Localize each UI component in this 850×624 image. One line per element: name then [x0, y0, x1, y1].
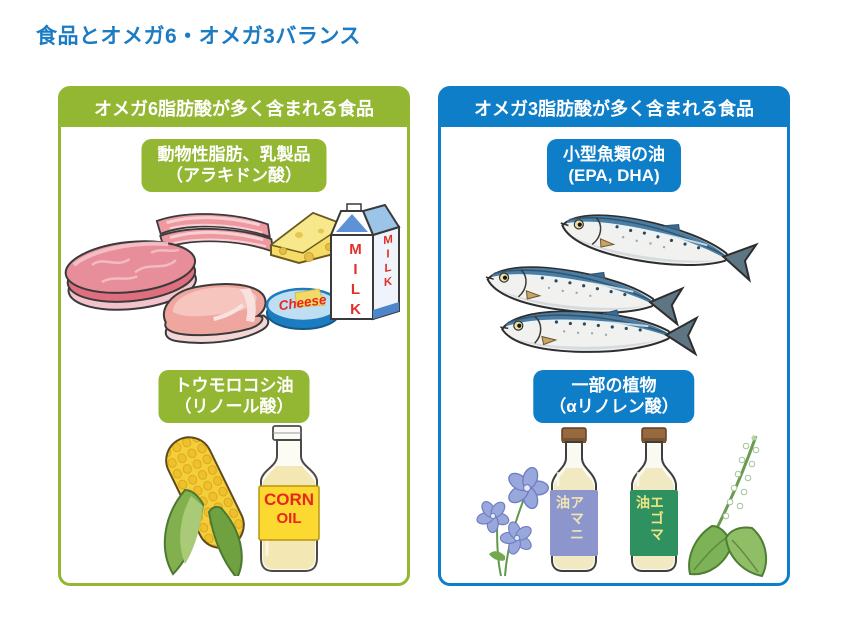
omega3-group1-label: 小型魚類の油 (EPA, DHA) [547, 139, 681, 192]
omega6-group2-label-line1: トウモロコシ油 [174, 376, 294, 395]
plant-oils-illustration [476, 426, 768, 578]
bacon-icon [155, 213, 275, 254]
corn-oil-bottle-icon [258, 425, 320, 572]
milk-carton-icon [329, 203, 401, 321]
omega6-group1-label: 動物性脂肪、乳製品 （アラキドン酸） [141, 139, 327, 192]
steak-icon [64, 240, 197, 311]
omega3-panel: オメガ3脂肪酸が多く含まれる食品 小型魚類の油 (EPA, DHA) [438, 86, 790, 586]
omega3-group1-label-line2: (EPA, DHA) [568, 166, 660, 186]
omega6-group1-label-line1: 動物性脂肪、乳製品 [157, 145, 311, 164]
omega6-foods-illustration [64, 203, 401, 344]
omega6-group2-label-line2: （リノール酸） [174, 397, 294, 417]
omega3-group1-label-line1: 小型魚類の油 [563, 145, 665, 164]
corn-cob-icon [163, 436, 245, 576]
omega6-group2-label: トウモロコシ油 （リノール酸） [158, 370, 310, 423]
perilla-plant-icon [688, 435, 768, 578]
flax-flowers-icon [476, 466, 549, 577]
omega6-panel: オメガ6脂肪酸が多く含まれる食品 動物性脂肪、乳製品 （アラキドン酸） [58, 86, 410, 586]
omega3-group2-label-line1: 一部の植物 [571, 376, 657, 395]
omega3-panel-header: オメガ3脂肪酸が多く含まれる食品 [441, 89, 787, 127]
sardines-illustration [481, 201, 759, 357]
omega3-group2-label-line2: （αリノレン酸） [549, 397, 679, 417]
omega6-group1-label-line2: （アラキドン酸） [166, 166, 302, 186]
cheese-round-icon [265, 287, 341, 330]
sardine-icon-1 [555, 201, 759, 283]
flaxseed-oil-bottle-icon [548, 426, 600, 573]
pork-chop-icon [163, 283, 270, 344]
corn-oil-illustration [163, 425, 320, 576]
omega3-group2-label: 一部の植物 （αリノレン酸） [533, 370, 695, 423]
omega6-panel-header: オメガ6脂肪酸が多く含まれる食品 [61, 89, 407, 127]
page-title: 食品とオメガ6・オメガ3バランス [36, 25, 361, 48]
perilla-oil-bottle-icon [628, 426, 680, 573]
